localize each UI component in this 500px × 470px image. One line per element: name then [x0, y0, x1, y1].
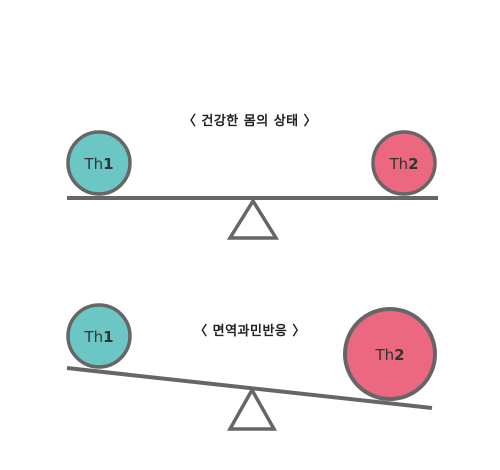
seesaw-tilted: Th1 Th2: [66, 303, 437, 431]
th2-ball-tilted: [343, 307, 437, 401]
fulcrum-tilted: [227, 386, 277, 431]
th2-ball-balanced: [371, 130, 437, 196]
th1-ball-balanced: [66, 130, 132, 196]
fulcrum-balanced: [226, 197, 280, 240]
beam-tilted: [66, 366, 433, 410]
th1-label-tilted: Th1: [83, 328, 113, 346]
panel-title-hypersensitivity: 〈 면역과민반응 〉: [194, 324, 306, 339]
th2-label-tilted: Th2: [374, 346, 404, 364]
panel-title-healthy: 〈 건강한 몸의 상태 〉: [182, 114, 318, 129]
th2-label-balanced: Th2: [388, 155, 418, 173]
th1-ball-tilted: [66, 303, 132, 369]
seesaw-balanced: Th1 Th2: [66, 130, 438, 240]
th1-label-balanced: Th1: [83, 155, 113, 173]
